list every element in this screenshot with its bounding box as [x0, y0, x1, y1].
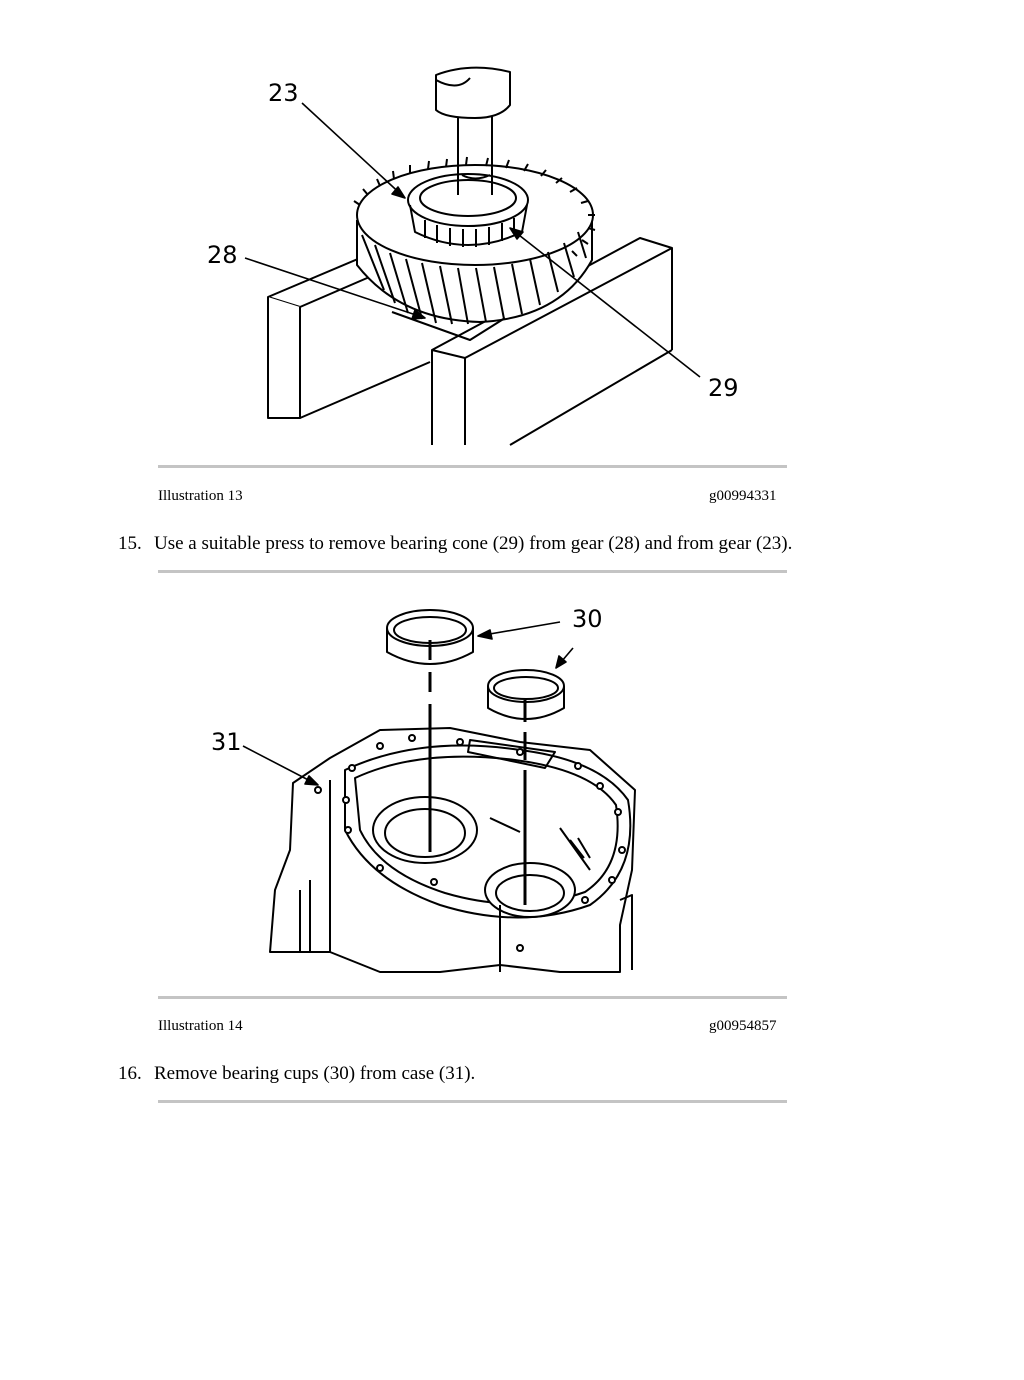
callout-30: 30 — [572, 605, 603, 633]
step-15: 15. Use a suitable press to remove bearin… — [118, 533, 792, 555]
leader-lines — [242, 621, 574, 786]
press-ram — [435, 66, 511, 195]
step-16-number: 16. — [118, 1063, 142, 1084]
divider-rule — [158, 570, 787, 573]
illustration-14-drawing: 30 31 — [211, 605, 636, 973]
divider-rule — [158, 465, 787, 468]
callout-31: 31 — [211, 728, 242, 756]
callout-29: 29 — [708, 374, 739, 402]
illustration-14-id: g00954857 — [709, 1018, 777, 1034]
illustration-13-id: g00994331 — [709, 488, 777, 504]
step-15-text: Use a suitable press to remove bearing c… — [154, 533, 793, 554]
step-15-number: 15. — [118, 533, 142, 554]
divider-rule — [158, 1100, 787, 1103]
illustration-13-label: Illustration 13 — [158, 488, 243, 504]
illustration-13-drawing: 23 28 29 — [207, 66, 739, 446]
divider-rule — [158, 996, 787, 999]
step-16-text: Remove bearing cups (30) from case (31). — [154, 1063, 476, 1084]
callout-28: 28 — [207, 241, 238, 269]
alignment-lines — [428, 640, 527, 905]
callout-23: 23 — [268, 79, 299, 107]
illustration-14-label: Illustration 14 — [158, 1018, 243, 1034]
leader-lines — [244, 102, 701, 378]
step-16: 16. Remove bearing cups (30) from case (3… — [118, 1063, 475, 1085]
case-31 — [269, 727, 636, 973]
